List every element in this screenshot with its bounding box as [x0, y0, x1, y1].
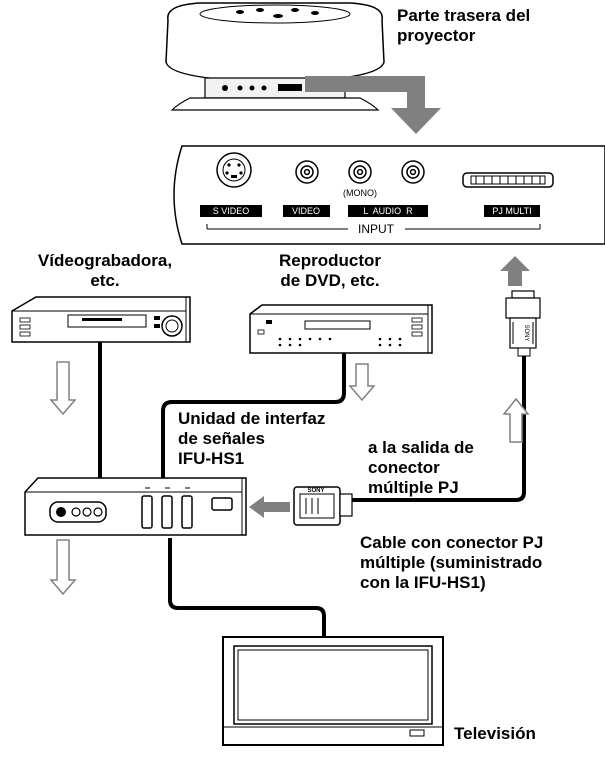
up-arrow-icon [500, 256, 530, 286]
video-jack-icon [295, 160, 319, 184]
tv-label: Televisión [454, 724, 536, 743]
video-label: VIDEO [292, 206, 320, 216]
pj-multi-cable [352, 356, 526, 502]
television-illustration [222, 636, 444, 746]
audio-right-jack-icon [401, 160, 425, 184]
dvd-label: Reproductor de DVD, etc. [279, 251, 381, 290]
pj-signal-arrow-icon [502, 397, 530, 443]
pj-multi-label: PJ MULTI [492, 206, 531, 216]
pj-multi-connector-icon [462, 172, 554, 188]
input-panel: S VIDEO VIDEO L AUDIO R PJ MULTI (MONO) … [173, 145, 605, 245]
cables [98, 342, 526, 637]
dvd-cable [161, 353, 346, 478]
mono-label: (MONO) [343, 188, 377, 198]
plug-brand-lower: SONY [307, 488, 324, 494]
vcr-illustration [11, 296, 191, 343]
vcr-label: Vídeograbadora, etc. [37, 251, 173, 290]
pj-multi-plug-icon: SONY [505, 290, 541, 357]
pj-output-label: a la salida de conector múltiple PJ [368, 438, 474, 497]
left-arrow-icon [249, 496, 290, 518]
projector-illustration [165, 2, 385, 111]
audio-label: L AUDIO R [363, 206, 413, 216]
vcr-signal-arrow-icon [49, 361, 77, 416]
audio-left-jack-icon [348, 160, 372, 184]
tv-signal-arrow-icon [49, 539, 77, 596]
cable-plug-icon: SONY [293, 486, 353, 526]
input-label: INPUT [358, 222, 395, 236]
interface-unit-label: Unidad de interfaz de señales IFU-HS1 [178, 409, 326, 468]
interface-unit-illustration [24, 477, 247, 536]
s-video-label: S VIDEO [213, 206, 250, 216]
plug-brand-upper: SONY [523, 324, 529, 341]
down-arrow-icon [305, 76, 441, 134]
dvd-signal-arrow-icon [348, 363, 376, 402]
projector-rear-label: Parte trasera del proyector [397, 6, 531, 45]
dvd-player-illustration [249, 304, 433, 354]
cable-label: Cable con conector PJ múltiple (suminist… [360, 533, 544, 592]
tv-cable [168, 538, 326, 637]
